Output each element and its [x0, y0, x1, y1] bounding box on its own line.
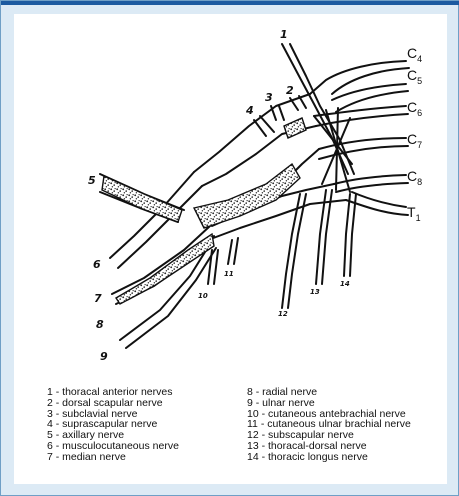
root-label-t1: T1 [407, 204, 421, 223]
marker-11: 11 [224, 270, 234, 278]
marker-6: 6 [93, 258, 101, 271]
branch-14-line-b [350, 194, 356, 276]
root-label-c4: C4 [407, 45, 422, 64]
stipple-upper [284, 118, 306, 138]
branch-14-line [344, 194, 350, 276]
branch-10-line-b [214, 250, 218, 284]
legend-item: 14 - thoracic longus nerve [247, 452, 411, 463]
legend-left-column: 1 - thoracal anterior nerves 2 - dorsal … [47, 387, 179, 463]
branch-4-line [254, 120, 266, 136]
figure-panel: C4 C5 C6 C7 C8 T1 1 2 3 4 5 6 [14, 14, 447, 484]
marker-12: 12 [278, 310, 288, 318]
marker-2: 2 [286, 84, 294, 97]
branch-3-line-b [279, 106, 284, 120]
marker-3: 3 [265, 91, 273, 104]
branch-11-line [228, 240, 232, 264]
branch-10-line [208, 250, 212, 284]
legend-item: 7 - median nerve [47, 452, 179, 463]
root-label-c7: C7 [407, 131, 422, 150]
branch-11-line-b [234, 238, 238, 264]
root-label-c8: C8 [407, 168, 422, 187]
brachial-plexus-diagram: C4 C5 C6 C7 C8 T1 1 2 3 4 5 6 [14, 14, 447, 374]
header-bar [1, 1, 459, 5]
marker-13: 13 [310, 288, 320, 296]
marker-5: 5 [88, 174, 96, 187]
marker-1: 1 [280, 28, 288, 41]
branch-2-line-b [299, 96, 306, 108]
marker-9: 9 [100, 350, 108, 363]
marker-8: 8 [96, 318, 104, 331]
marker-14: 14 [340, 280, 350, 288]
legend-item: 2 - dorsal scapular nerve [47, 398, 179, 409]
marker-7: 7 [94, 292, 102, 305]
marker-4: 4 [245, 104, 254, 117]
root-label-c6: C6 [407, 99, 422, 118]
legend-item: 9 - ulnar nerve [247, 398, 411, 409]
marker-10: 10 [198, 292, 208, 300]
legend-right-column: 8 - radial nerve 9 - ulnar nerve 10 - cu… [247, 387, 411, 463]
root-label-c5: C5 [407, 67, 422, 86]
